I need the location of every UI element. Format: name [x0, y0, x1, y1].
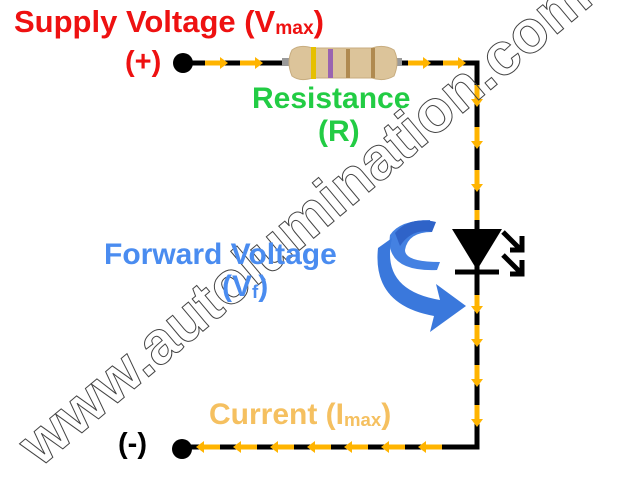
flow-arrow — [471, 85, 483, 107]
led-diode-icon — [452, 220, 525, 295]
flow-arrow — [443, 57, 466, 69]
negative-terminal-node — [172, 439, 192, 459]
positive-terminal-node — [173, 53, 193, 73]
curved-arrow-icon — [377, 220, 466, 332]
flow-arrow — [233, 441, 257, 453]
flow-arrow — [471, 127, 483, 149]
flow-arrow — [205, 57, 228, 69]
supply-voltage-label: Supply Voltage (Vmax) — [14, 4, 324, 39]
flow-arrow — [381, 441, 405, 453]
flow-arrow — [418, 441, 442, 453]
current-label: Current (Imax) — [209, 398, 392, 431]
negative-terminal-label: (-) — [118, 428, 147, 460]
flow-arrow — [471, 405, 483, 427]
current-flow-arrows — [196, 57, 483, 453]
flow-arrow — [270, 441, 294, 453]
resistance-symbol: (R) — [318, 115, 360, 148]
flow-arrow — [471, 170, 483, 192]
resistor-icon — [282, 45, 402, 81]
flow-arrow — [408, 57, 431, 69]
light-emission-arrows-icon — [501, 230, 525, 277]
flow-arrow — [240, 57, 263, 69]
flow-arrow — [471, 365, 483, 387]
forward-voltage-label: Forward Voltage — [104, 238, 337, 271]
resistance-label: Resistance — [252, 82, 411, 115]
flow-arrow — [307, 441, 331, 453]
flow-arrow — [471, 325, 483, 347]
positive-terminal-label: (+) — [125, 46, 162, 78]
flow-arrow — [344, 441, 368, 453]
flow-arrow — [196, 441, 220, 453]
forward-voltage-symbol: (Vf) — [222, 270, 269, 303]
